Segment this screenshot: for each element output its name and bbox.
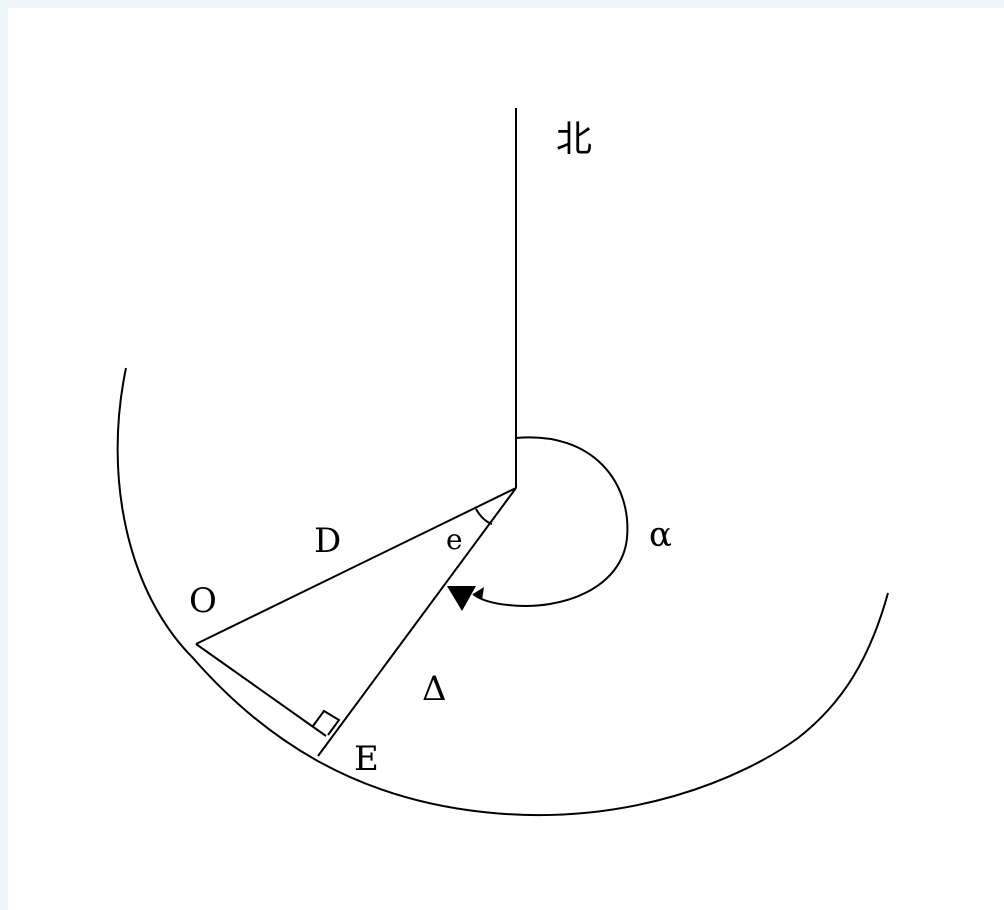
label-D: D [314,521,341,561]
right-angle-marker [312,709,341,736]
label-delta: Δ [422,669,447,709]
angle-e-arc [475,508,493,525]
label-north: 北 [556,119,592,160]
alpha-arc [472,436,629,607]
label-alpha: α [649,515,672,555]
diagram-canvas: 北 D e α O Δ E [8,8,1004,910]
alpha-arrowhead [473,587,484,600]
geometry-diagram: 北 D e α O Δ E [116,108,889,816]
label-e: e [446,523,463,556]
line-center-to-E [317,487,517,757]
line-D [195,487,517,645]
label-E: E [354,739,379,779]
outer-arc [116,367,889,816]
station-marker-icon [447,586,476,611]
label-O: O [189,581,217,621]
line-O-to-E [195,643,327,737]
